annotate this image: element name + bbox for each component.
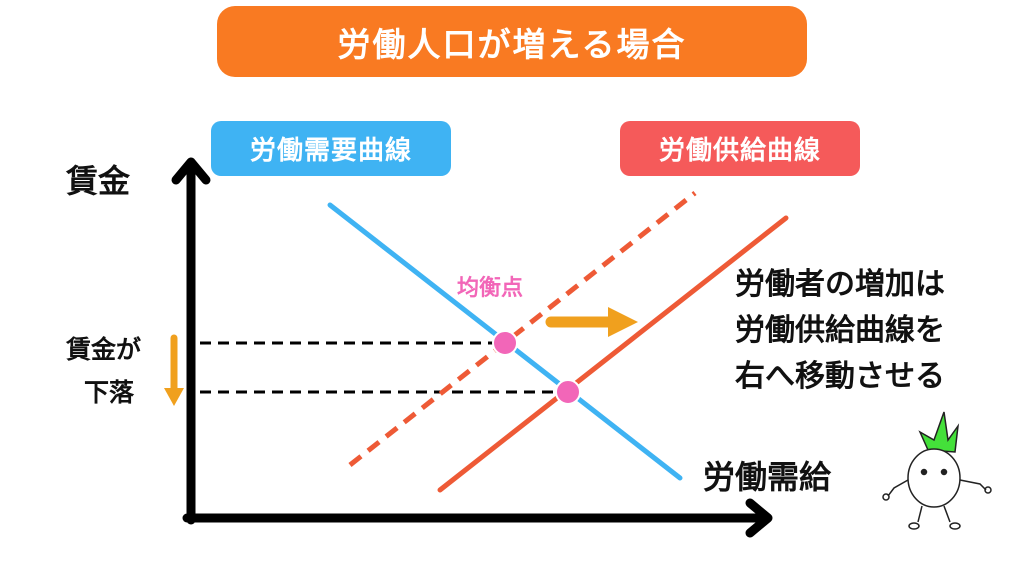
wage-fall-label-line1: 賃金が <box>66 335 142 364</box>
equilibrium-point-before <box>492 330 518 356</box>
shift-note-line2: 労働供給曲線を <box>735 313 945 348</box>
y-axis <box>171 157 211 525</box>
supply-curve-after <box>437 215 789 493</box>
shift-right-arrow-icon <box>545 307 638 337</box>
title-banner: 労働人口が増える場合 <box>217 6 807 77</box>
turnip-mascot-icon <box>882 411 992 530</box>
wage-down-arrow-icon <box>164 334 184 406</box>
wage-fall-label-line2: 下落 <box>84 378 135 407</box>
supply-curve-before <box>348 191 697 467</box>
x-axis <box>182 498 773 538</box>
equilibrium-point-after <box>555 379 581 405</box>
y-axis-label: 賃金 <box>66 162 131 200</box>
supply-curve-label: 労働供給曲線 <box>620 121 860 176</box>
equilibrium-label: 均衡点 <box>457 276 524 301</box>
x-axis-label: 労働需給 <box>703 458 832 496</box>
shift-note-line3: 右へ移動させる <box>735 359 945 394</box>
demand-curve-label: 労働需要曲線 <box>211 121 451 176</box>
shift-note: 労働者の増加は 労働供給曲線を 右へ移動させる <box>735 262 1024 400</box>
shift-note-line1: 労働者の増加は <box>735 267 945 302</box>
